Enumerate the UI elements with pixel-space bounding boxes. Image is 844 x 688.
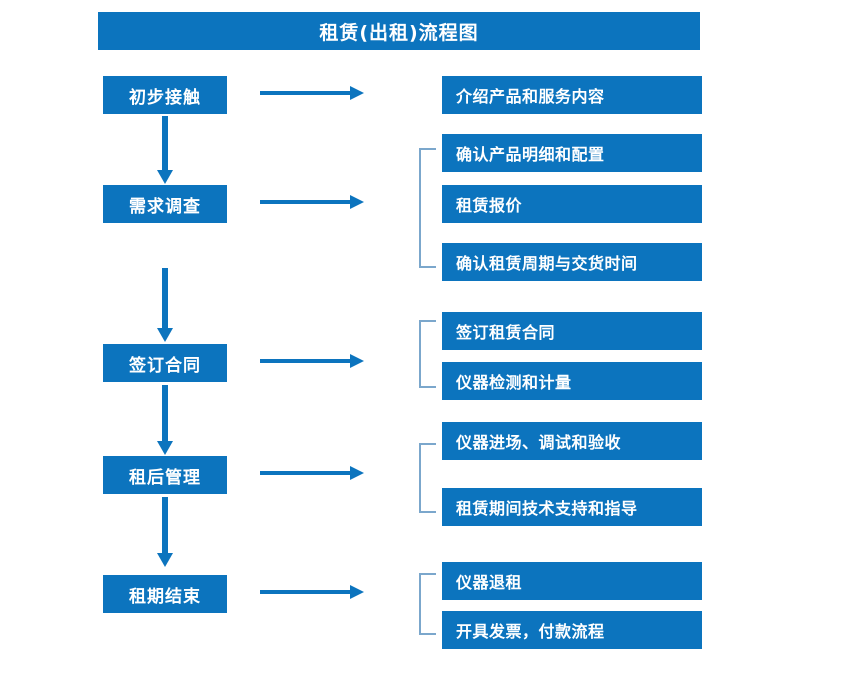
group-bracket-2 bbox=[416, 148, 438, 268]
detail-box-3-1[interactable]: 签订租赁合同 bbox=[442, 312, 702, 350]
detail-box-2-3[interactable]: 确认租赁周期与交货时间 bbox=[442, 243, 702, 281]
vertical-arrow-4 bbox=[156, 497, 174, 567]
vertical-arrow-1 bbox=[156, 116, 174, 184]
detail-box-1-1[interactable]: 介绍产品和服务内容 bbox=[442, 76, 702, 114]
group-bracket-3 bbox=[416, 320, 438, 388]
detail-box-2-2[interactable]: 租赁报价 bbox=[442, 185, 702, 223]
detail-box-5-2[interactable]: 开具发票，付款流程 bbox=[442, 611, 702, 649]
page-title: 租赁(出租)流程图 bbox=[98, 12, 700, 50]
detail-box-2-1[interactable]: 确认产品明细和配置 bbox=[442, 134, 702, 172]
stage-box-1[interactable]: 初步接触 bbox=[103, 76, 227, 114]
detail-box-5-1[interactable]: 仪器退租 bbox=[442, 562, 702, 600]
vertical-arrow-3 bbox=[156, 385, 174, 455]
stage-box-3[interactable]: 签订合同 bbox=[103, 344, 227, 382]
detail-box-4-2[interactable]: 租赁期间技术支持和指导 bbox=[442, 488, 702, 526]
group-bracket-4 bbox=[416, 443, 438, 513]
horizontal-arrow-2 bbox=[260, 193, 364, 211]
group-bracket-5 bbox=[416, 573, 438, 635]
detail-box-4-1[interactable]: 仪器进场、调试和验收 bbox=[442, 422, 702, 460]
horizontal-arrow-3 bbox=[260, 352, 364, 370]
stage-box-4[interactable]: 租后管理 bbox=[103, 456, 227, 494]
horizontal-arrow-4 bbox=[260, 464, 364, 482]
detail-box-3-2[interactable]: 仪器检测和计量 bbox=[442, 362, 702, 400]
horizontal-arrow-5 bbox=[260, 583, 364, 601]
horizontal-arrow-1 bbox=[260, 84, 364, 102]
vertical-arrow-2 bbox=[156, 268, 174, 342]
stage-box-5[interactable]: 租期结束 bbox=[103, 575, 227, 613]
stage-box-2[interactable]: 需求调查 bbox=[103, 185, 227, 223]
